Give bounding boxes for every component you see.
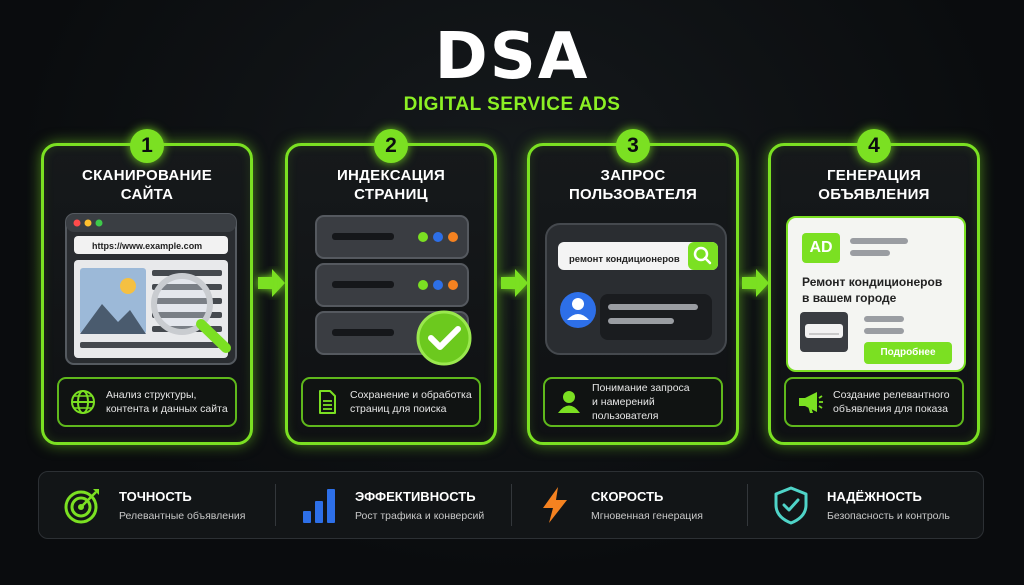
- ad-more-button[interactable]: Подробнее: [864, 342, 952, 364]
- feature-subtitle: Мгновенная генерация: [591, 509, 703, 522]
- feature-speed: Скорость Мгновенная генерация: [511, 472, 747, 538]
- step-title: Индексация страниц: [336, 167, 446, 203]
- step-title: Запрос пользователя: [568, 167, 698, 203]
- flow-arrow-icon: [258, 269, 285, 297]
- ad-placeholder-line: [864, 316, 904, 322]
- step-title: Генерация объявления: [818, 167, 930, 203]
- step-number-badge: 1: [130, 129, 164, 163]
- flow-arrow-icon: [501, 269, 528, 297]
- feature-title: Точность: [119, 488, 192, 504]
- step-number-badge: 3: [616, 129, 650, 163]
- step-title: Сканирование сайта: [81, 167, 213, 203]
- target-icon: [64, 489, 99, 524]
- step-description: Создание релевантного объявления для пок…: [784, 377, 964, 427]
- ad-badge: AD: [802, 233, 840, 263]
- page-subtitle: DIGITAL SERVICE ADS: [403, 94, 621, 115]
- feature-reliability: Надёжность Безопасность и контроль: [747, 472, 983, 538]
- feature-subtitle: Релевантные объявления: [119, 509, 246, 522]
- shield-icon: [774, 486, 808, 525]
- server-stack-illustration: [315, 215, 472, 366]
- ad-text: Ремонт кондиционеров в вашем городе: [802, 275, 943, 305]
- flow-arrow-icon: [742, 269, 769, 297]
- feature-title: Эффективность: [355, 488, 476, 504]
- ad-placeholder-line: [850, 250, 890, 256]
- air-conditioner-icon: [800, 312, 848, 352]
- url-bar-text: https://www.example.com: [92, 241, 203, 251]
- bar-chart-icon: [303, 489, 335, 523]
- browser-scan-illustration: [65, 213, 237, 365]
- step-description: Понимание запроса и намерений пользовате…: [543, 377, 723, 427]
- lightning-icon: [543, 487, 567, 523]
- step-card-index: 2 Индексация страниц Сохранение и обрабо…: [285, 129, 497, 445]
- step-description: Анализ структуры, контента и данных сайт…: [57, 377, 237, 427]
- ad-placeholder-line: [864, 328, 904, 334]
- feature-subtitle: Рост трафика и конверсий: [355, 509, 485, 522]
- page-title: DSA: [434, 20, 590, 94]
- megaphone-icon: [799, 392, 823, 413]
- ad-preview-card: AD Ремонт кондиционеров в вашем городе П…: [786, 216, 966, 372]
- step-card-generate: 4 Генерация объявления AD Ремонт кондици…: [768, 129, 980, 445]
- feature-efficiency: Эффективность Рост трафика и конверсий: [275, 472, 511, 538]
- step-number-badge: 4: [857, 129, 891, 163]
- features-bar: Точность Релевантные объявления Эффектив…: [38, 471, 984, 539]
- search-query-illustration: [545, 223, 727, 355]
- step-card-query: 3 Запрос пользователя ремонт кондиционер…: [527, 129, 739, 445]
- step-description: Сохранение и обработка страниц для поиск…: [301, 377, 481, 427]
- feature-subtitle: Безопасность и контроль: [827, 509, 950, 522]
- feature-accuracy: Точность Релевантные объявления: [39, 472, 275, 538]
- document-icon: [319, 390, 336, 414]
- step-card-scan: 1 Сканирование сайта https://www.example…: [41, 129, 253, 445]
- feature-title: Скорость: [591, 488, 664, 504]
- user-icon: [558, 391, 580, 413]
- search-input[interactable]: ремонт кондиционеров: [569, 254, 680, 265]
- step-number-badge: 2: [374, 129, 408, 163]
- globe-icon: [71, 390, 95, 414]
- feature-title: Надёжность: [827, 488, 922, 504]
- ad-placeholder-line: [850, 238, 908, 244]
